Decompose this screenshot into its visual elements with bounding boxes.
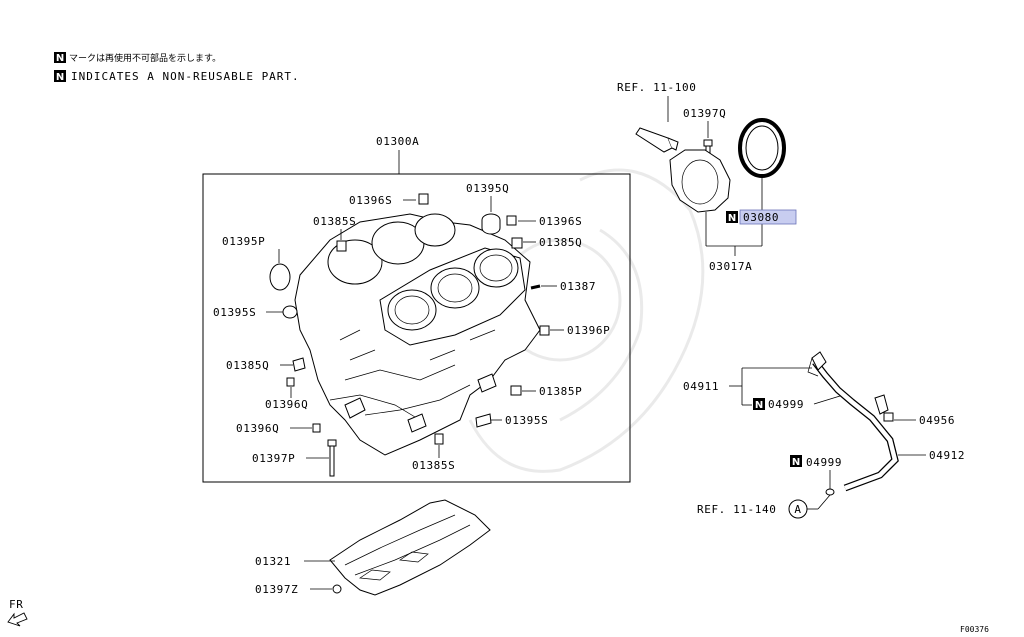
plug-01385P (510, 385, 522, 396)
svg-text:03017A: 03017A (709, 260, 752, 273)
plug-01395Q (481, 213, 501, 235)
svg-text:N: N (755, 400, 763, 411)
svg-text:01397Z: 01397Z (255, 583, 298, 596)
svg-text:01395Q: 01395Q (466, 182, 509, 195)
svg-text:FR: FR (9, 598, 23, 611)
svg-text:01385P: 01385P (539, 385, 582, 398)
sealant-tube (635, 127, 679, 153)
label-04956: 04956 (894, 414, 955, 427)
svg-text:01395P: 01395P (222, 235, 265, 248)
label-01385S-a: 01385S (313, 215, 356, 240)
label-01385P: 01385P (522, 385, 582, 398)
svg-text:01397Q: 01397Q (683, 107, 726, 120)
label-01300A: 01300A (376, 135, 419, 174)
notice-jp: N マークは再使用不可部品を示します。 (54, 52, 221, 64)
label-ref11-140: REF. 11-140 A (697, 494, 831, 519)
label-01395S-b: 01395S (491, 414, 548, 427)
label-01385Q-b: 01385Q (226, 359, 293, 372)
svg-text:N: N (56, 72, 64, 83)
label-ref11-100: REF. 11-100 (617, 81, 696, 122)
plug-01396P (539, 325, 550, 336)
bolt-01397P (327, 439, 337, 477)
label-01396S-b: 01396S (518, 215, 582, 228)
svg-text:A: A (794, 503, 801, 516)
plug-01385S-a (336, 240, 347, 252)
svg-text:01396Q: 01396Q (236, 422, 279, 435)
oring-04999-b (825, 488, 835, 496)
svg-text:01397P: 01397P (252, 452, 295, 465)
svg-text:04912: 04912 (929, 449, 965, 462)
label-01387: 01387 (541, 280, 596, 293)
bracket-bolt-04956 (874, 394, 894, 422)
svg-text:01385Q: 01385Q (226, 359, 269, 372)
label-01396Q-b: 01396Q (236, 422, 312, 435)
label-01397P: 01397P (252, 452, 329, 465)
svg-text:01300A: 01300A (376, 135, 419, 148)
pin-01387 (530, 284, 541, 290)
label-01321: 01321 (255, 555, 335, 568)
baffle-plate-01321 (329, 499, 491, 596)
plug-01385Q-b (292, 357, 306, 372)
plug-01385Q-a (511, 237, 523, 249)
svg-text:04999: 04999 (806, 456, 842, 469)
rear-oil-seal-case (669, 149, 731, 213)
svg-text:REF. 11-140: REF. 11-140 (697, 503, 776, 516)
bolt-01397Z (332, 584, 342, 594)
svg-text:01396S: 01396S (539, 215, 582, 228)
svg-text:INDICATES A NON-REUSABLE PART.: INDICATES A NON-REUSABLE PART. (71, 70, 300, 83)
label-04911: 04911 (683, 367, 812, 406)
svg-text:01387: 01387 (560, 280, 596, 293)
svg-text:01396S: 01396S (349, 194, 392, 207)
svg-text:REF. 11-100: REF. 11-100 (617, 81, 696, 94)
cylinder-block (294, 213, 541, 456)
plug-01395P (269, 263, 291, 291)
oil-level-gauge-tube (807, 351, 899, 492)
label-03080: N 03080 (726, 209, 797, 225)
plug-01396Q-a (286, 377, 295, 387)
label-01396Q-a: 01396Q (265, 387, 308, 411)
svg-text:03080: 03080 (743, 211, 779, 224)
label-01396P: 01396P (550, 324, 610, 337)
label-01395Q: 01395Q (466, 182, 509, 212)
plug-01385S-b (434, 433, 444, 445)
label-04999-b: N 04999 (790, 455, 842, 489)
oil-seal-ring (738, 118, 786, 178)
plug-01395S-b (475, 413, 492, 428)
svg-text:N: N (792, 457, 800, 468)
label-01385Q-a: 01385Q (523, 236, 582, 249)
notice-en: N INDICATES A NON-REUSABLE PART. (54, 70, 300, 83)
label-04999-a: N 04999 (753, 395, 841, 411)
svg-text:04956: 04956 (919, 414, 955, 427)
svg-text:04911: 04911 (683, 380, 719, 393)
label-03017A: 03017A (709, 260, 752, 273)
front-direction-indicator: FR (7, 598, 28, 627)
svg-text:マークは再使用不可部品を示します。: マークは再使用不可部品を示します。 (69, 52, 221, 64)
svg-text:01385S: 01385S (313, 215, 356, 228)
label-01397Z: 01397Z (255, 583, 332, 596)
plug-01396S-a (418, 193, 429, 205)
plug-01396S-b (506, 215, 517, 226)
svg-text:01395S: 01395S (505, 414, 548, 427)
svg-text:01385Q: 01385Q (539, 236, 582, 249)
figure-id: F00376 (960, 625, 989, 634)
svg-text:01396Q: 01396Q (265, 398, 308, 411)
plug-01395S-a (282, 305, 298, 319)
label-01395S-a: 01395S (213, 306, 283, 319)
svg-text:F00376: F00376 (960, 625, 989, 634)
svg-text:04999: 04999 (768, 398, 804, 411)
svg-text:01395S: 01395S (213, 306, 256, 319)
label-01395P: 01395P (222, 235, 280, 263)
block-assembly-frame (202, 173, 631, 483)
label-04912: 04912 (898, 449, 965, 462)
svg-text:N: N (56, 53, 64, 64)
svg-text:01385S: 01385S (412, 459, 455, 472)
label-01397Q: 01397Q (683, 107, 726, 138)
label-01385S-b: 01385S (412, 445, 455, 472)
label-01396S-a: 01396S (349, 194, 416, 207)
svg-text:N: N (728, 213, 736, 224)
plug-01396Q-b (312, 423, 321, 433)
svg-text:01321: 01321 (255, 555, 291, 568)
svg-text:01396P: 01396P (567, 324, 610, 337)
